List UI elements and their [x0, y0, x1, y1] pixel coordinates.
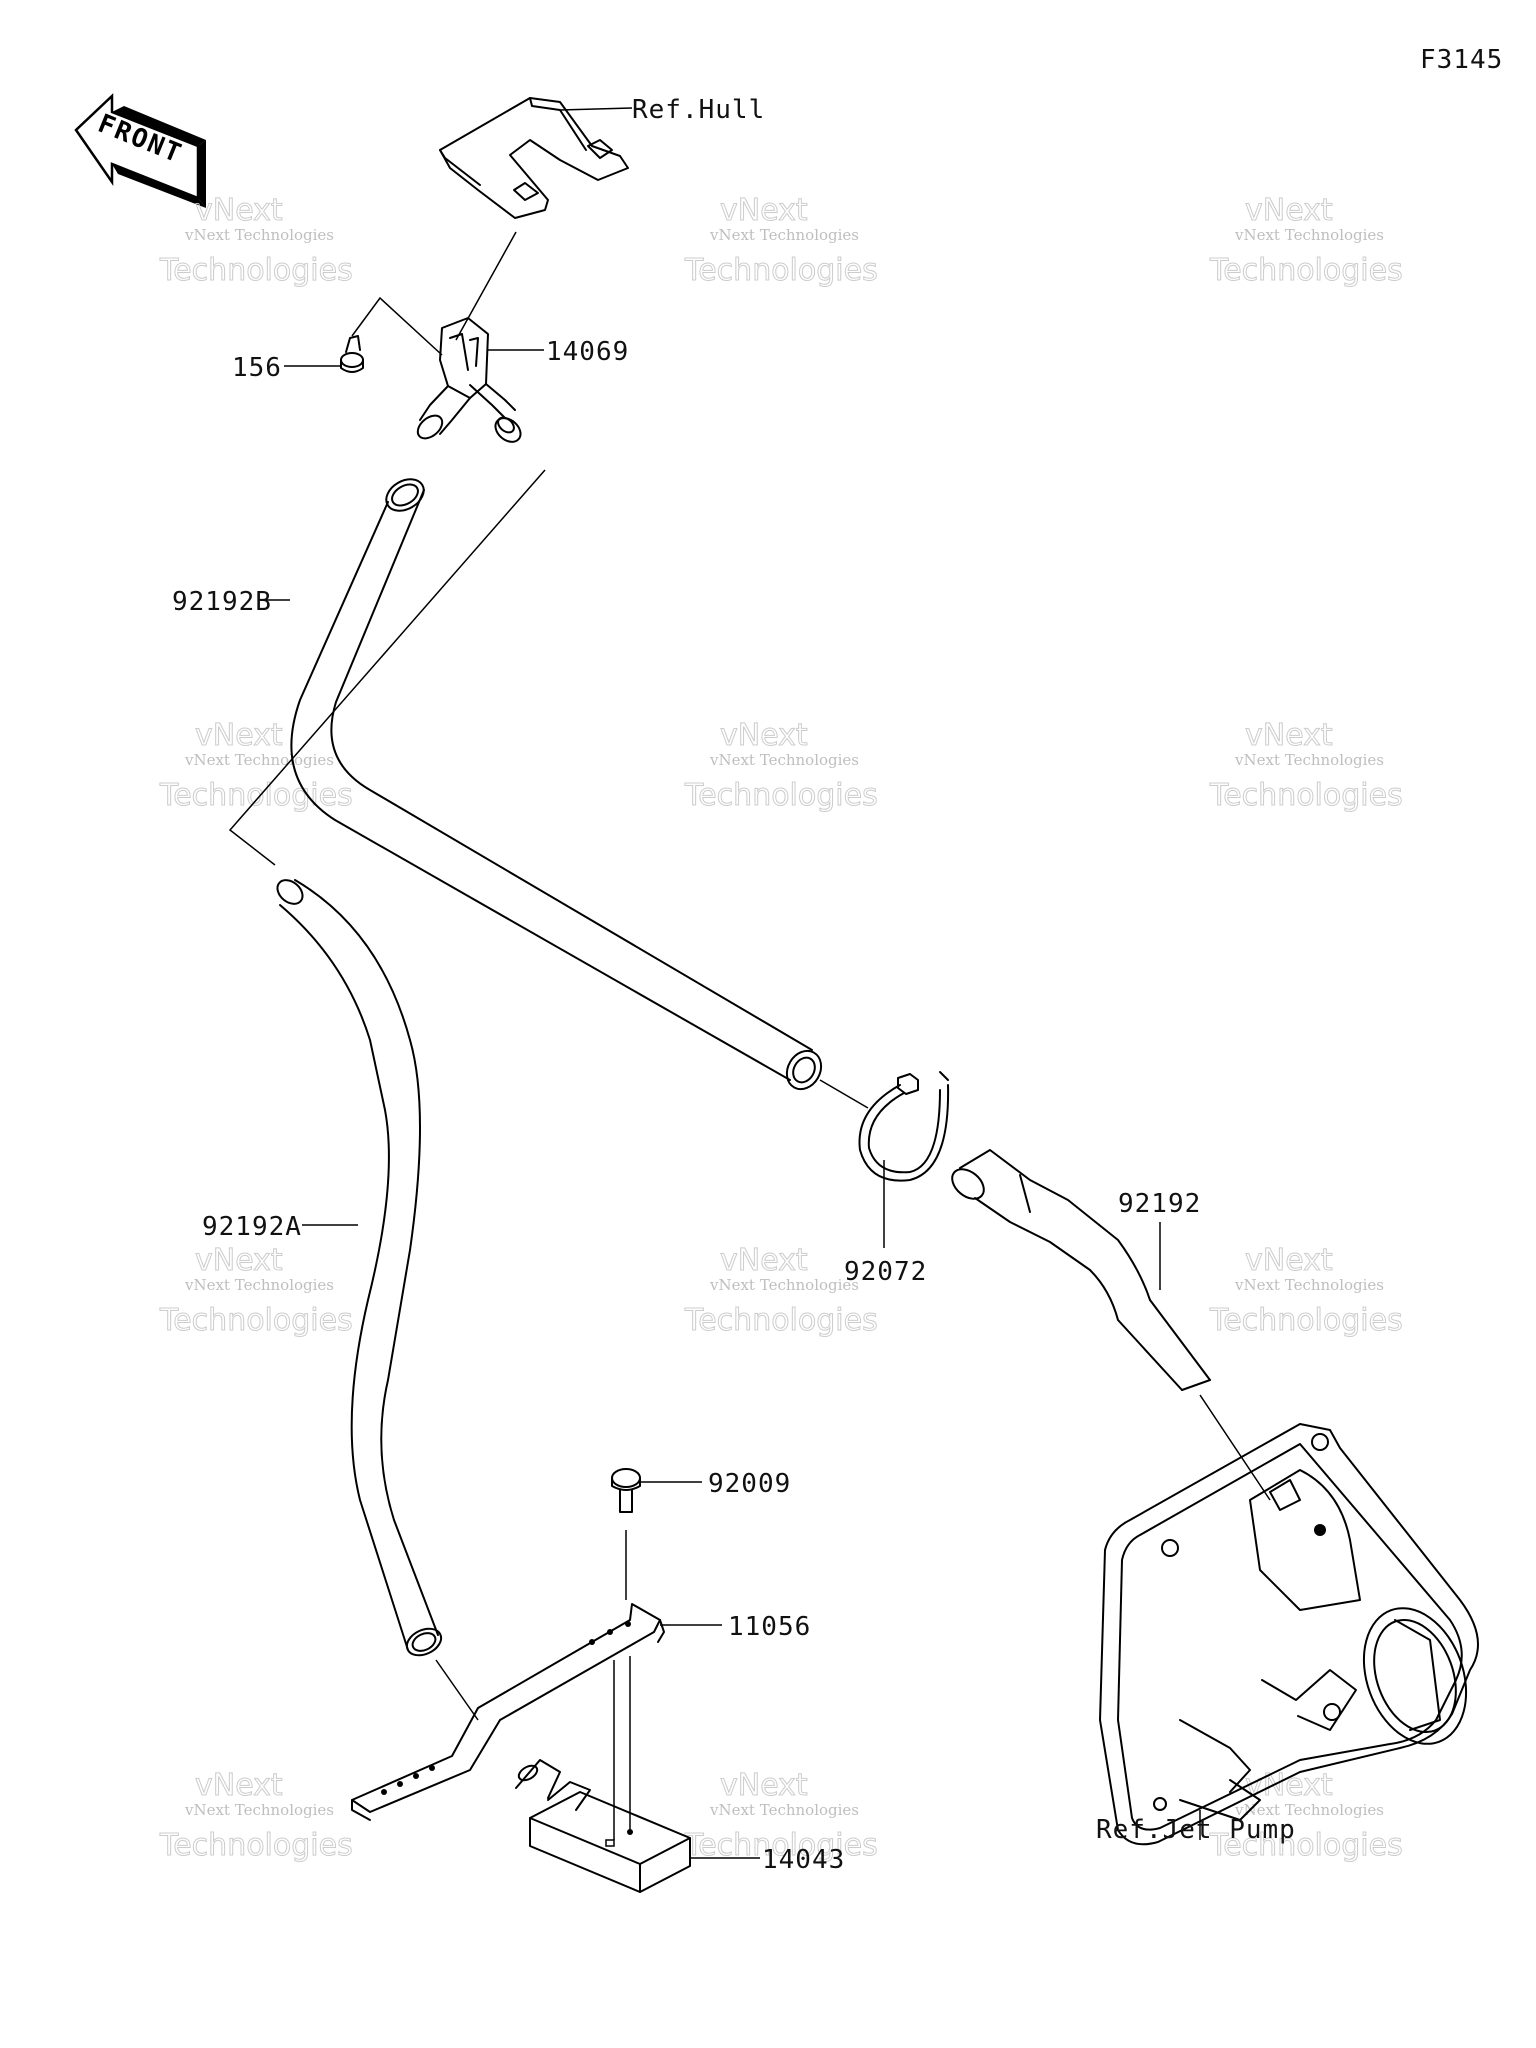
bracket-plate-11056 [351, 1603, 665, 1821]
svg-text:vNext Technologies: vNext Technologies [709, 751, 859, 769]
hose-92192a [276, 879, 443, 1657]
svg-text:vNext Technologies: vNext Technologies [1234, 1276, 1384, 1294]
svg-text:vNext: vNext [195, 193, 283, 228]
svg-text:Technologies: Technologies [159, 1828, 353, 1863]
strainer-14043 [515, 1759, 691, 1893]
label-11056: 11056 [728, 1612, 811, 1642]
watermark: vNext vNext Technologies Technologies [1209, 718, 1404, 814]
svg-text:vNext Technologies: vNext Technologies [184, 751, 334, 769]
hose-92192b [290, 478, 823, 1091]
watermark: vNext vNext Technologies Technologies [1209, 1768, 1404, 1864]
svg-text:Technologies: Technologies [684, 778, 878, 813]
label-92072: 92072 [844, 1257, 927, 1287]
svg-text:vNext: vNext [1245, 1243, 1333, 1278]
watermark: vNext vNext Technologies Technologies [684, 1768, 879, 1864]
watermark: vNext vNext Technologies Technologies [684, 1243, 879, 1339]
label-92009: 92009 [708, 1469, 791, 1499]
svg-text:vNext: vNext [195, 1768, 283, 1803]
svg-text:vNext: vNext [195, 718, 283, 753]
svg-text:Technologies: Technologies [1209, 253, 1403, 288]
hull-bracket [439, 97, 629, 219]
svg-text:vNext: vNext [1245, 718, 1333, 753]
leader-hose-to-clamp [819, 1079, 869, 1109]
clamp-92072-icon [858, 1071, 950, 1182]
label-92192a: 92192A [202, 1212, 302, 1242]
watermark: vNext vNext Technologies Technologies [1209, 193, 1404, 289]
svg-text:vNext: vNext [1245, 193, 1333, 228]
svg-text:vNext Technologies: vNext Technologies [709, 1801, 859, 1819]
svg-text:vNext Technologies: vNext Technologies [184, 1801, 334, 1819]
label-92192: 92192 [1118, 1189, 1201, 1219]
svg-text:Technologies: Technologies [1209, 1303, 1403, 1338]
svg-text:vNext: vNext [720, 1243, 808, 1278]
svg-text:Technologies: Technologies [1209, 1828, 1403, 1863]
svg-text:vNext Technologies: vNext Technologies [709, 226, 859, 244]
svg-text:Technologies: Technologies [159, 778, 353, 813]
svg-text:Technologies: Technologies [159, 253, 353, 288]
watermark: vNext vNext Technologies Technologies [159, 1768, 354, 1864]
svg-text:Technologies: Technologies [684, 253, 878, 288]
svg-text:Technologies: Technologies [1209, 778, 1403, 813]
label-14069: 14069 [546, 337, 629, 367]
leader-ref-hull [559, 107, 633, 111]
svg-text:vNext: vNext [195, 1243, 283, 1278]
svg-text:vNext Technologies: vNext Technologies [184, 1276, 334, 1294]
watermark: vNext vNext Technologies Technologies [159, 1243, 354, 1339]
svg-text:Technologies: Technologies [159, 1303, 353, 1338]
leader-hull-to-14069 [455, 231, 517, 341]
bolt-92009-icon [611, 1468, 641, 1513]
label-14043: 14043 [762, 1845, 845, 1875]
watermark: vNext vNext Technologies Technologies [684, 193, 879, 289]
leader-hose-to-pump [1199, 1394, 1271, 1501]
leader-elbow-to-92192a [228, 469, 546, 866]
elbow-fitting-14069 [416, 317, 522, 443]
label-ref-jet-pump: Ref.Jet Pump [1096, 1815, 1296, 1845]
hose-92192 [951, 1149, 1211, 1391]
watermarks: vNext vNext Technologies Technologies vN… [159, 193, 1404, 1864]
label-92192b: 92192B [172, 587, 272, 617]
jet-pump [1099, 1423, 1479, 1846]
front-arrow-icon: FRONT [74, 93, 206, 208]
leader-156-to-fitting [351, 296, 443, 356]
label-ref-hull: Ref.Hull [632, 95, 765, 125]
svg-text:vNext: vNext [1245, 1768, 1333, 1803]
leader-hose-to-strainer [435, 1659, 479, 1721]
bolt-156-icon [340, 335, 364, 373]
svg-text:vNext: vNext [720, 1768, 808, 1803]
svg-text:vNext Technologies: vNext Technologies [184, 226, 334, 244]
svg-text:Technologies: Technologies [684, 1303, 878, 1338]
label-156: 156 [232, 353, 282, 383]
watermark: vNext vNext Technologies Technologies [684, 718, 879, 814]
watermark: vNext vNext Technologies Technologies [1209, 1243, 1404, 1339]
svg-text:vNext: vNext [720, 718, 808, 753]
svg-text:vNext Technologies: vNext Technologies [1234, 751, 1384, 769]
watermark: vNext vNext Technologies Technologies [159, 718, 354, 814]
svg-text:vNext Technologies: vNext Technologies [1234, 226, 1384, 244]
svg-text:vNext Technologies: vNext Technologies [1234, 1801, 1384, 1819]
watermark: vNext vNext Technologies Technologies [159, 193, 354, 289]
svg-text:vNext Technologies: vNext Technologies [709, 1276, 859, 1294]
svg-text:vNext: vNext [720, 193, 808, 228]
figure-id: F3145 [1420, 45, 1503, 75]
